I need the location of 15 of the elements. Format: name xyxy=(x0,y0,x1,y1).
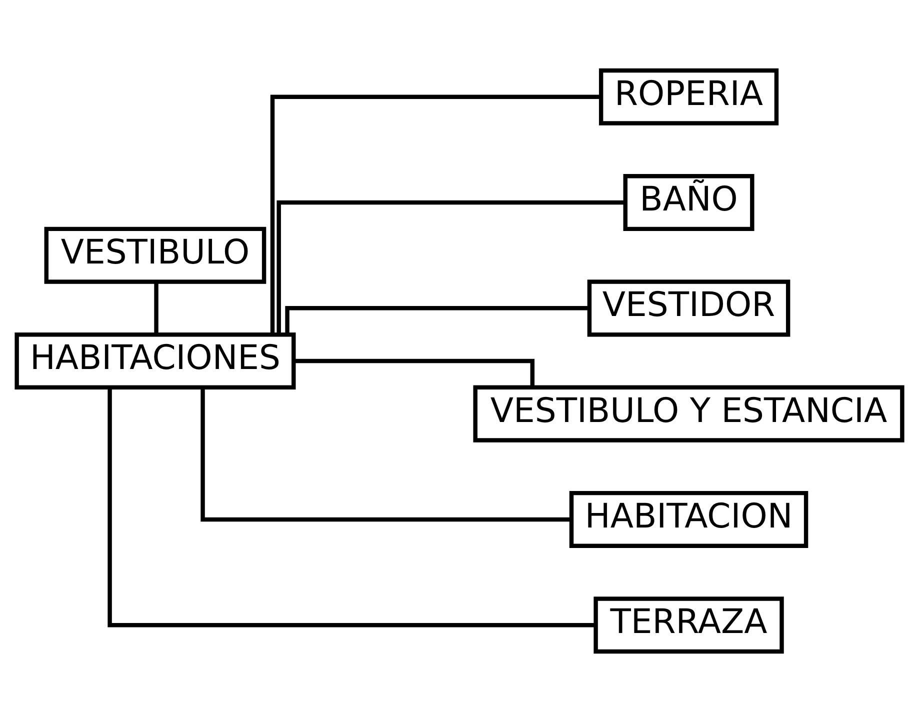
connector xyxy=(108,388,596,627)
node-box: ROPERIA xyxy=(598,68,779,125)
node-box: VESTIDOR xyxy=(587,279,790,336)
connector xyxy=(294,358,535,386)
node-box: TERRAZA xyxy=(594,596,784,654)
node-box: BAÑO xyxy=(623,174,754,231)
node-box: HABITACION xyxy=(569,490,808,548)
node-box: VESTIBULO Y ESTANCIA xyxy=(473,384,904,442)
connector xyxy=(285,306,588,334)
node-box: VESTIBULO xyxy=(44,226,266,284)
connector xyxy=(270,94,600,334)
node-box: HABITACIONES xyxy=(14,332,296,390)
connector xyxy=(276,200,625,334)
connector xyxy=(200,387,572,522)
connector xyxy=(154,282,158,334)
